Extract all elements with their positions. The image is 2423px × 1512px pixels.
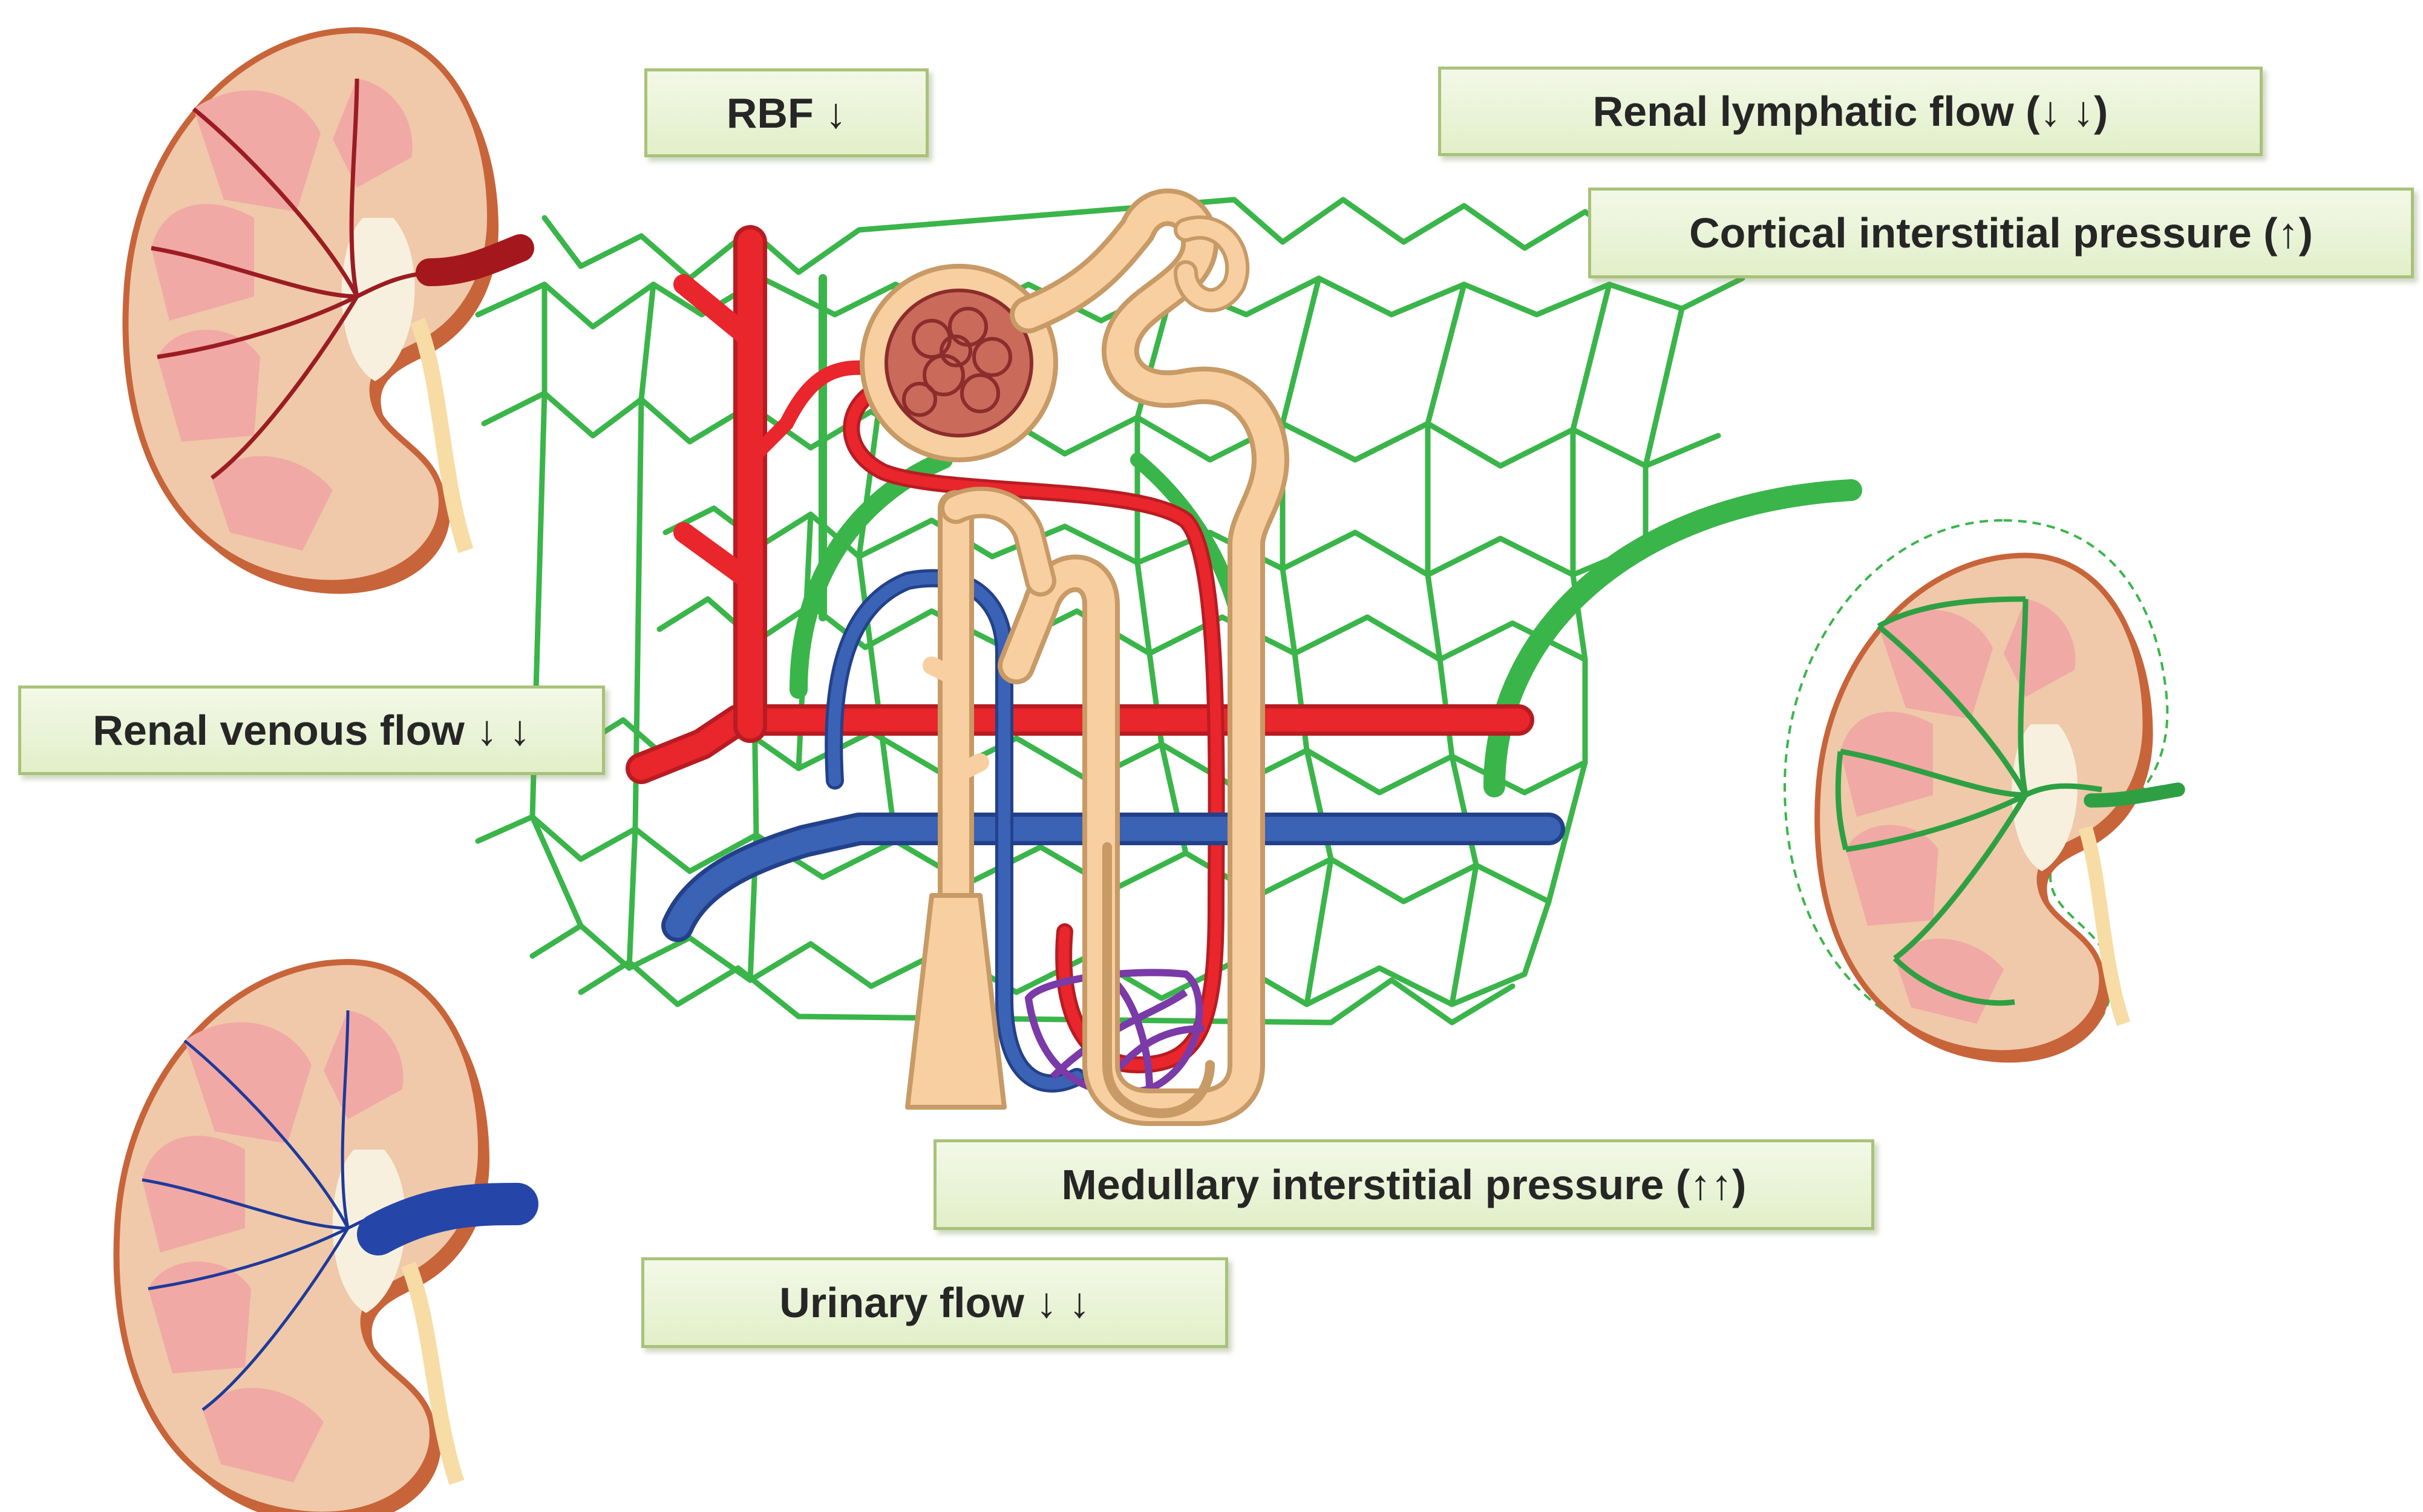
nephron-icon (860, 188, 1289, 1126)
renal-venous-flow-label: Renal venous flow ↓ ↓ (18, 686, 605, 775)
medullary-interstitial-pressure-label: Medullary interstitial pressure (↑↑) (934, 1139, 1874, 1230)
urinary-flow-label: Urinary flow ↓ ↓ (641, 1257, 1228, 1348)
rbf-label: RBF ↓ (644, 68, 929, 157)
artery-tree-icon (626, 225, 1534, 1073)
kidney-arterial-tree-icon (125, 30, 534, 594)
kidney-venous-tree-icon (116, 962, 538, 1512)
renal-lymphatic-flow-label: Renal lymphatic flow (↓ ↓) (1438, 67, 2263, 156)
kidney-lymphatic-network-icon (1783, 519, 2185, 1063)
cortical-interstitial-pressure-label: Cortical interstitial pressure (↑) (1588, 188, 2414, 278)
